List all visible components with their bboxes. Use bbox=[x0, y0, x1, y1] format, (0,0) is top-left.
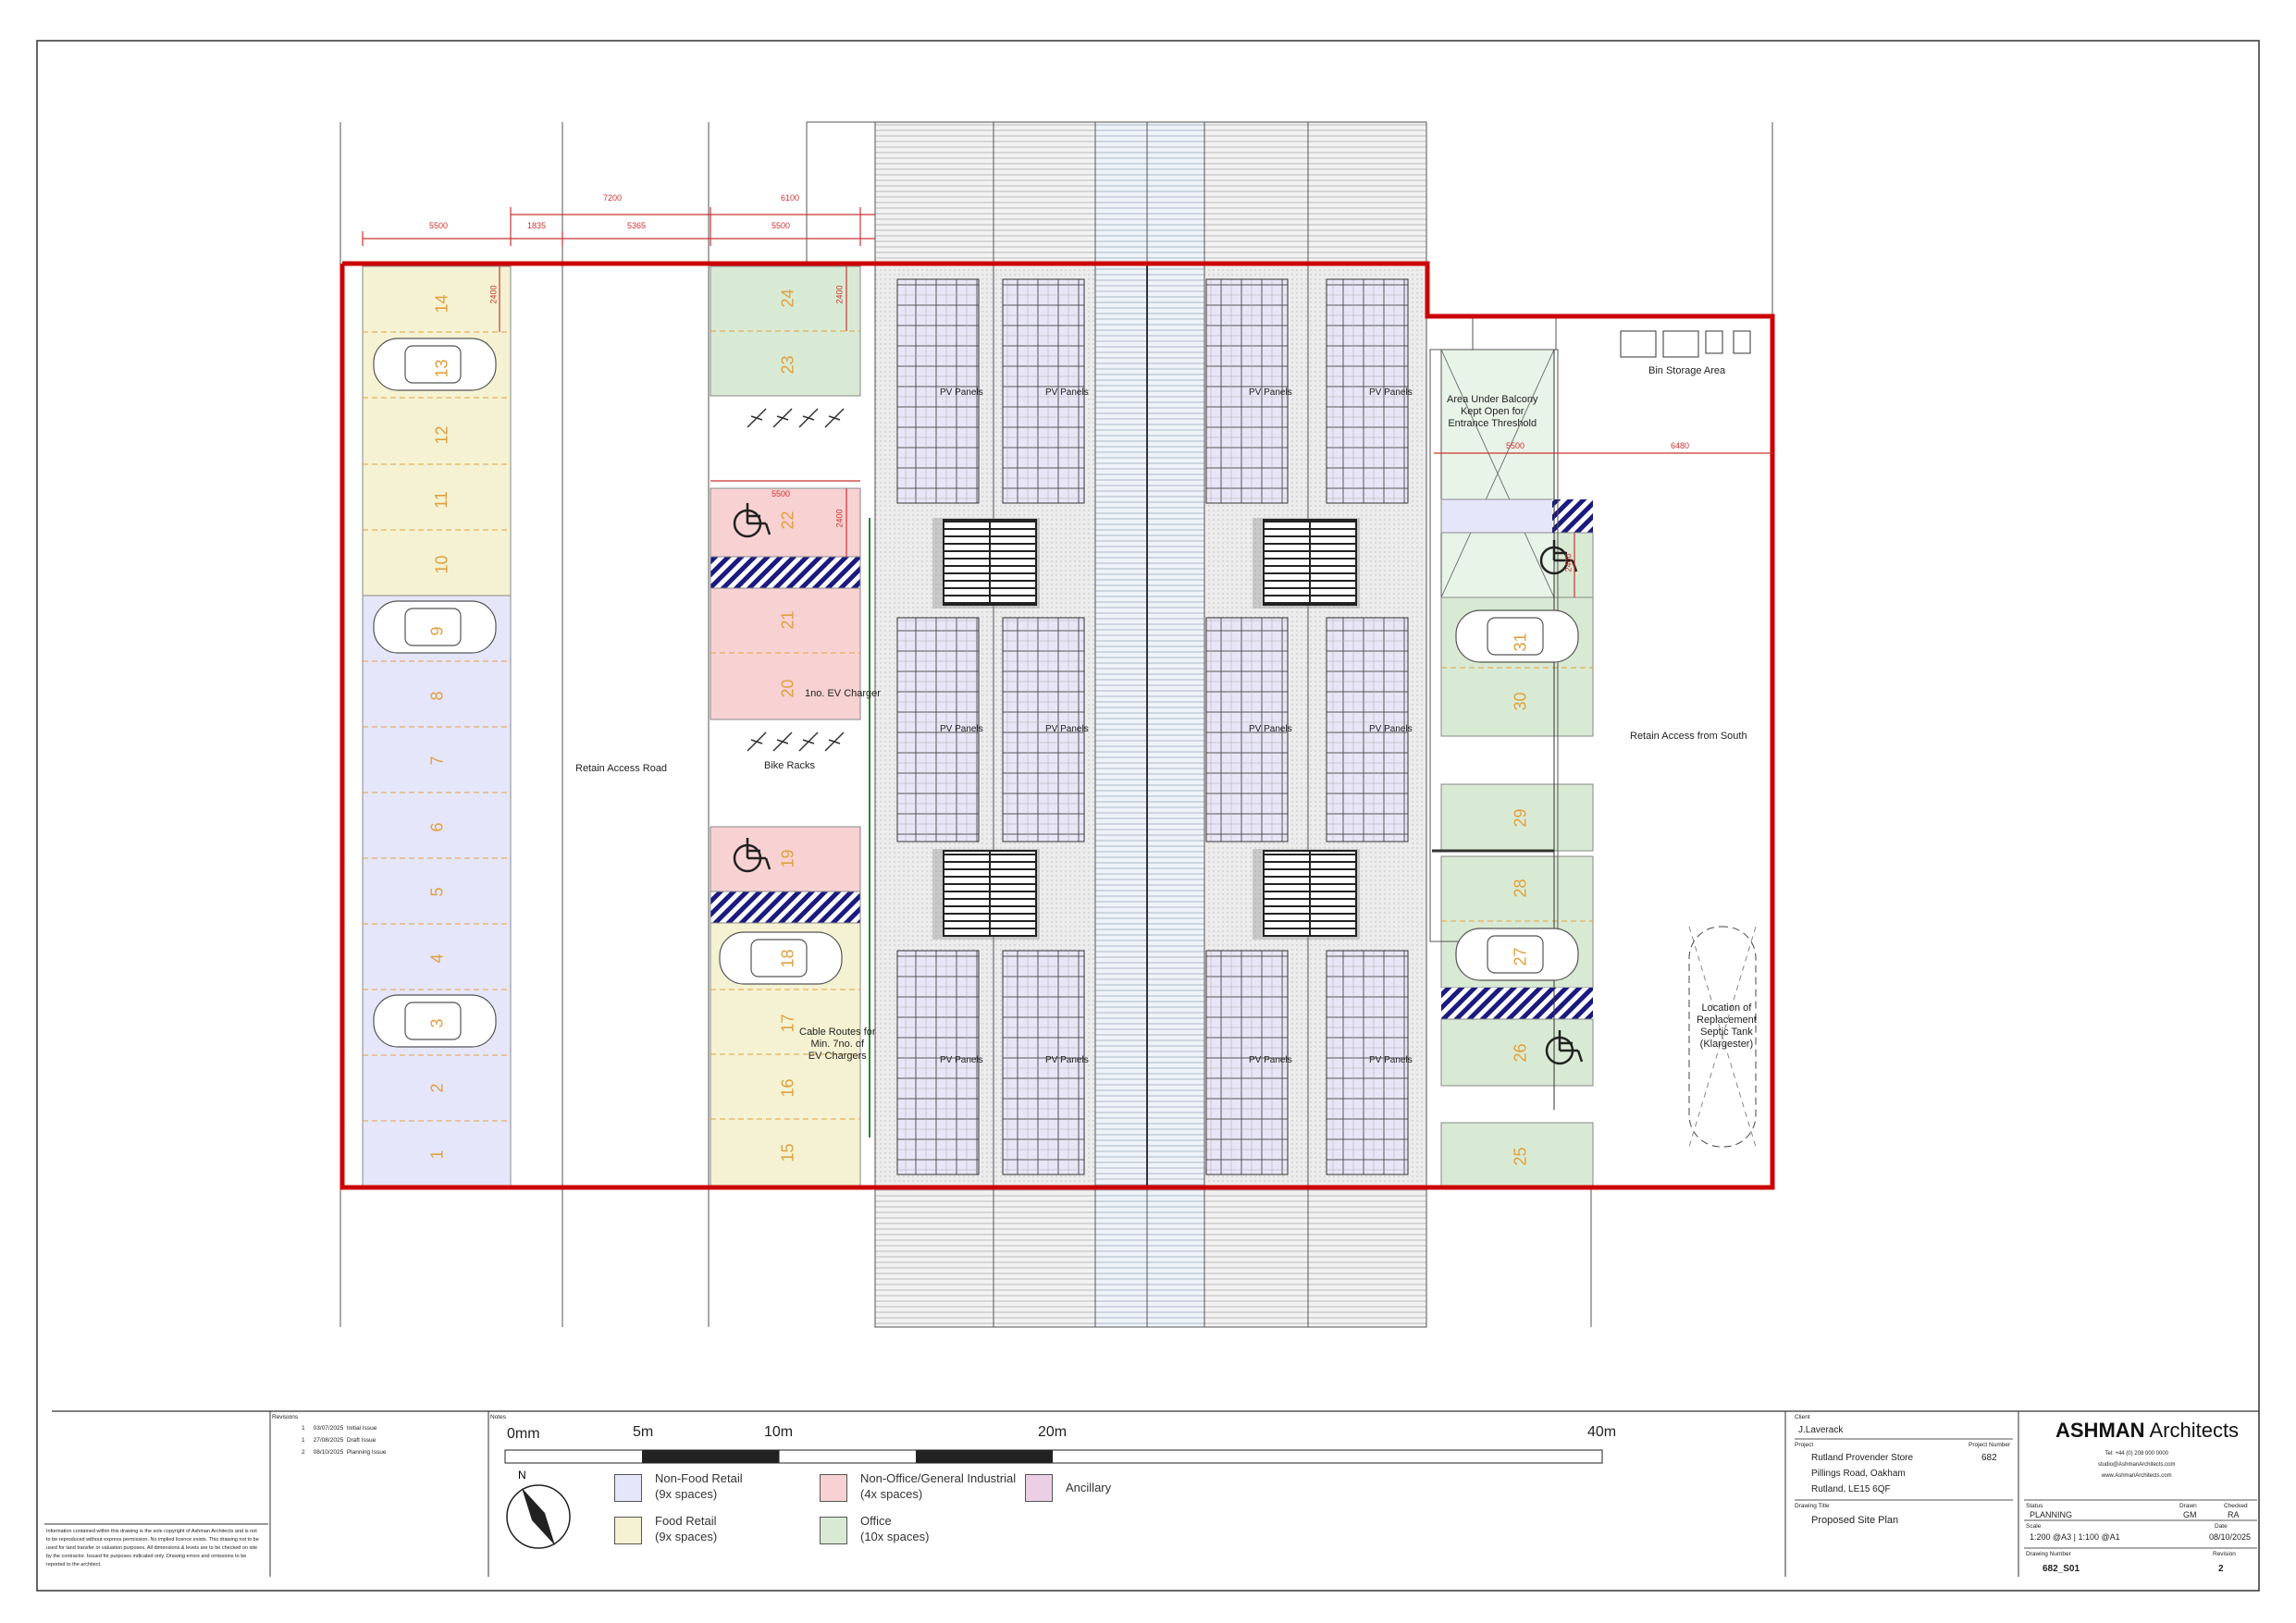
legend-swatch-industrial bbox=[820, 1474, 847, 1502]
pv-panels-label: PV Panels bbox=[1045, 724, 1089, 734]
pv-panels-label: PV Panels bbox=[1249, 387, 1292, 398]
revisions-header: Revisions bbox=[272, 1414, 299, 1420]
revision-label: Revision bbox=[2213, 1551, 2236, 1557]
bike-racks-graphic bbox=[747, 408, 845, 752]
copyright-notice: Information contained within this drawin… bbox=[46, 1529, 259, 1568]
dimension-lines bbox=[362, 207, 1772, 597]
bin-storage-label: Bin Storage Area bbox=[1648, 365, 1726, 376]
accessible-parking-symbols bbox=[733, 503, 1584, 1065]
bike-racks-label: Bike Racks bbox=[764, 760, 816, 771]
drawn-value: GM bbox=[2183, 1510, 2197, 1519]
dim-label: 5500 bbox=[772, 489, 791, 498]
legend-label-non-food: Non-Food Retail(9x spaces) bbox=[655, 1471, 743, 1501]
pv-panels-label: PV Panels bbox=[940, 724, 983, 734]
pv-panels-label: PV Panels bbox=[1369, 387, 1413, 398]
dim-label: 7200 bbox=[603, 193, 623, 203]
dim-label: 1835 bbox=[527, 221, 547, 230]
project-label: Project bbox=[1795, 1442, 1814, 1448]
retain-access-south-label: Retain Access from South bbox=[1630, 731, 1747, 742]
checked-value: RA bbox=[2228, 1510, 2240, 1519]
notes-header: Notes bbox=[490, 1414, 506, 1420]
left-parking-column bbox=[362, 265, 512, 1187]
pv-panels-label: PV Panels bbox=[1045, 1055, 1089, 1065]
scale-value: 1:200 @A3 | 1:100 @A1 bbox=[2030, 1532, 2120, 1542]
pv-panel-arrays bbox=[896, 278, 1409, 1175]
bin-storage-boxes bbox=[1620, 330, 1751, 358]
north-label: N bbox=[518, 1469, 526, 1482]
septic-tank-outline bbox=[1688, 926, 1757, 1148]
pv-panels-label: PV Panels bbox=[1045, 387, 1089, 398]
revision-row: 1 27/08/2025 Draft Issue bbox=[302, 1437, 376, 1444]
dim-label: 6100 bbox=[781, 193, 800, 203]
rooflights bbox=[932, 518, 1360, 940]
date-label: Date bbox=[2215, 1523, 2228, 1530]
legend-swatch-ancillary bbox=[1025, 1474, 1053, 1502]
legend-label-office: Office(10x spaces) bbox=[860, 1514, 930, 1543]
scale-label: 10m bbox=[764, 1424, 794, 1440]
dim-label: 5500 bbox=[429, 221, 449, 230]
project-number-label: Project Number bbox=[1969, 1442, 2011, 1448]
checked-label: Checked bbox=[2224, 1503, 2248, 1509]
scale-label: 5m bbox=[633, 1424, 654, 1440]
sheet-frame bbox=[36, 40, 2260, 1592]
legend-swatch-office bbox=[820, 1517, 847, 1544]
dim-label: 5500 bbox=[772, 221, 791, 230]
legend-label-food: Food Retail(9x spaces) bbox=[655, 1514, 718, 1543]
brand-logo: ASHMAN Architects bbox=[2055, 1419, 2240, 1442]
ev-charger-label: 1no. EV Charger bbox=[805, 688, 881, 699]
drawing-title-label: Drawing Title bbox=[1795, 1503, 1830, 1509]
status-value: PLANNING bbox=[2030, 1510, 2073, 1519]
pv-panels-label: PV Panels bbox=[1369, 724, 1413, 734]
site-boundary bbox=[339, 261, 1775, 1190]
scale-label: Scale bbox=[2026, 1523, 2042, 1530]
drawing-title: Proposed Site Plan bbox=[1811, 1515, 1899, 1526]
client-label: Client bbox=[1795, 1414, 1810, 1420]
legend-label-ancillary: Ancillary bbox=[1066, 1481, 1112, 1494]
pv-panels-label: PV Panels bbox=[1249, 1055, 1292, 1065]
revision-row: 2 08/10/2025 Planning Issue bbox=[302, 1449, 387, 1456]
dim-label: 5500 bbox=[1506, 441, 1525, 450]
pv-panels-label: PV Panels bbox=[940, 1055, 983, 1065]
date-value: 08/10/2025 bbox=[2209, 1532, 2252, 1542]
car-outlines bbox=[373, 338, 1579, 1048]
client-name: J.Laverack bbox=[1798, 1425, 1844, 1435]
drawing-number: 682_S01 bbox=[2043, 1564, 2080, 1574]
scale-label: 0mm bbox=[507, 1426, 540, 1442]
drawn-label: Drawn bbox=[2179, 1503, 2197, 1509]
revision-value: 2 bbox=[2218, 1564, 2224, 1574]
drawing-number-label: Drawing Number bbox=[2026, 1551, 2071, 1557]
scale-label: 20m bbox=[1038, 1424, 1068, 1440]
legend-swatch-food bbox=[614, 1517, 642, 1544]
revision-row: 1 03/07/2025 Initial Issue bbox=[302, 1425, 377, 1432]
scale-label: 40m bbox=[1587, 1424, 1617, 1440]
legend-label-industrial: Non-Office/General Industrial(4x spaces) bbox=[860, 1471, 1017, 1501]
status-label: Status bbox=[2026, 1503, 2043, 1509]
retain-access-road-label: Retain Access Road bbox=[575, 763, 668, 774]
dim-label: 6480 bbox=[1671, 441, 1690, 450]
pv-panels-label: PV Panels bbox=[1369, 1055, 1413, 1065]
pv-panels-label: PV Panels bbox=[1249, 724, 1292, 734]
pv-panels-label: PV Panels bbox=[940, 387, 983, 398]
dim-label: 5365 bbox=[627, 221, 647, 230]
legend-swatch-non-food bbox=[614, 1474, 642, 1502]
project-number: 682 bbox=[1981, 1453, 1997, 1463]
